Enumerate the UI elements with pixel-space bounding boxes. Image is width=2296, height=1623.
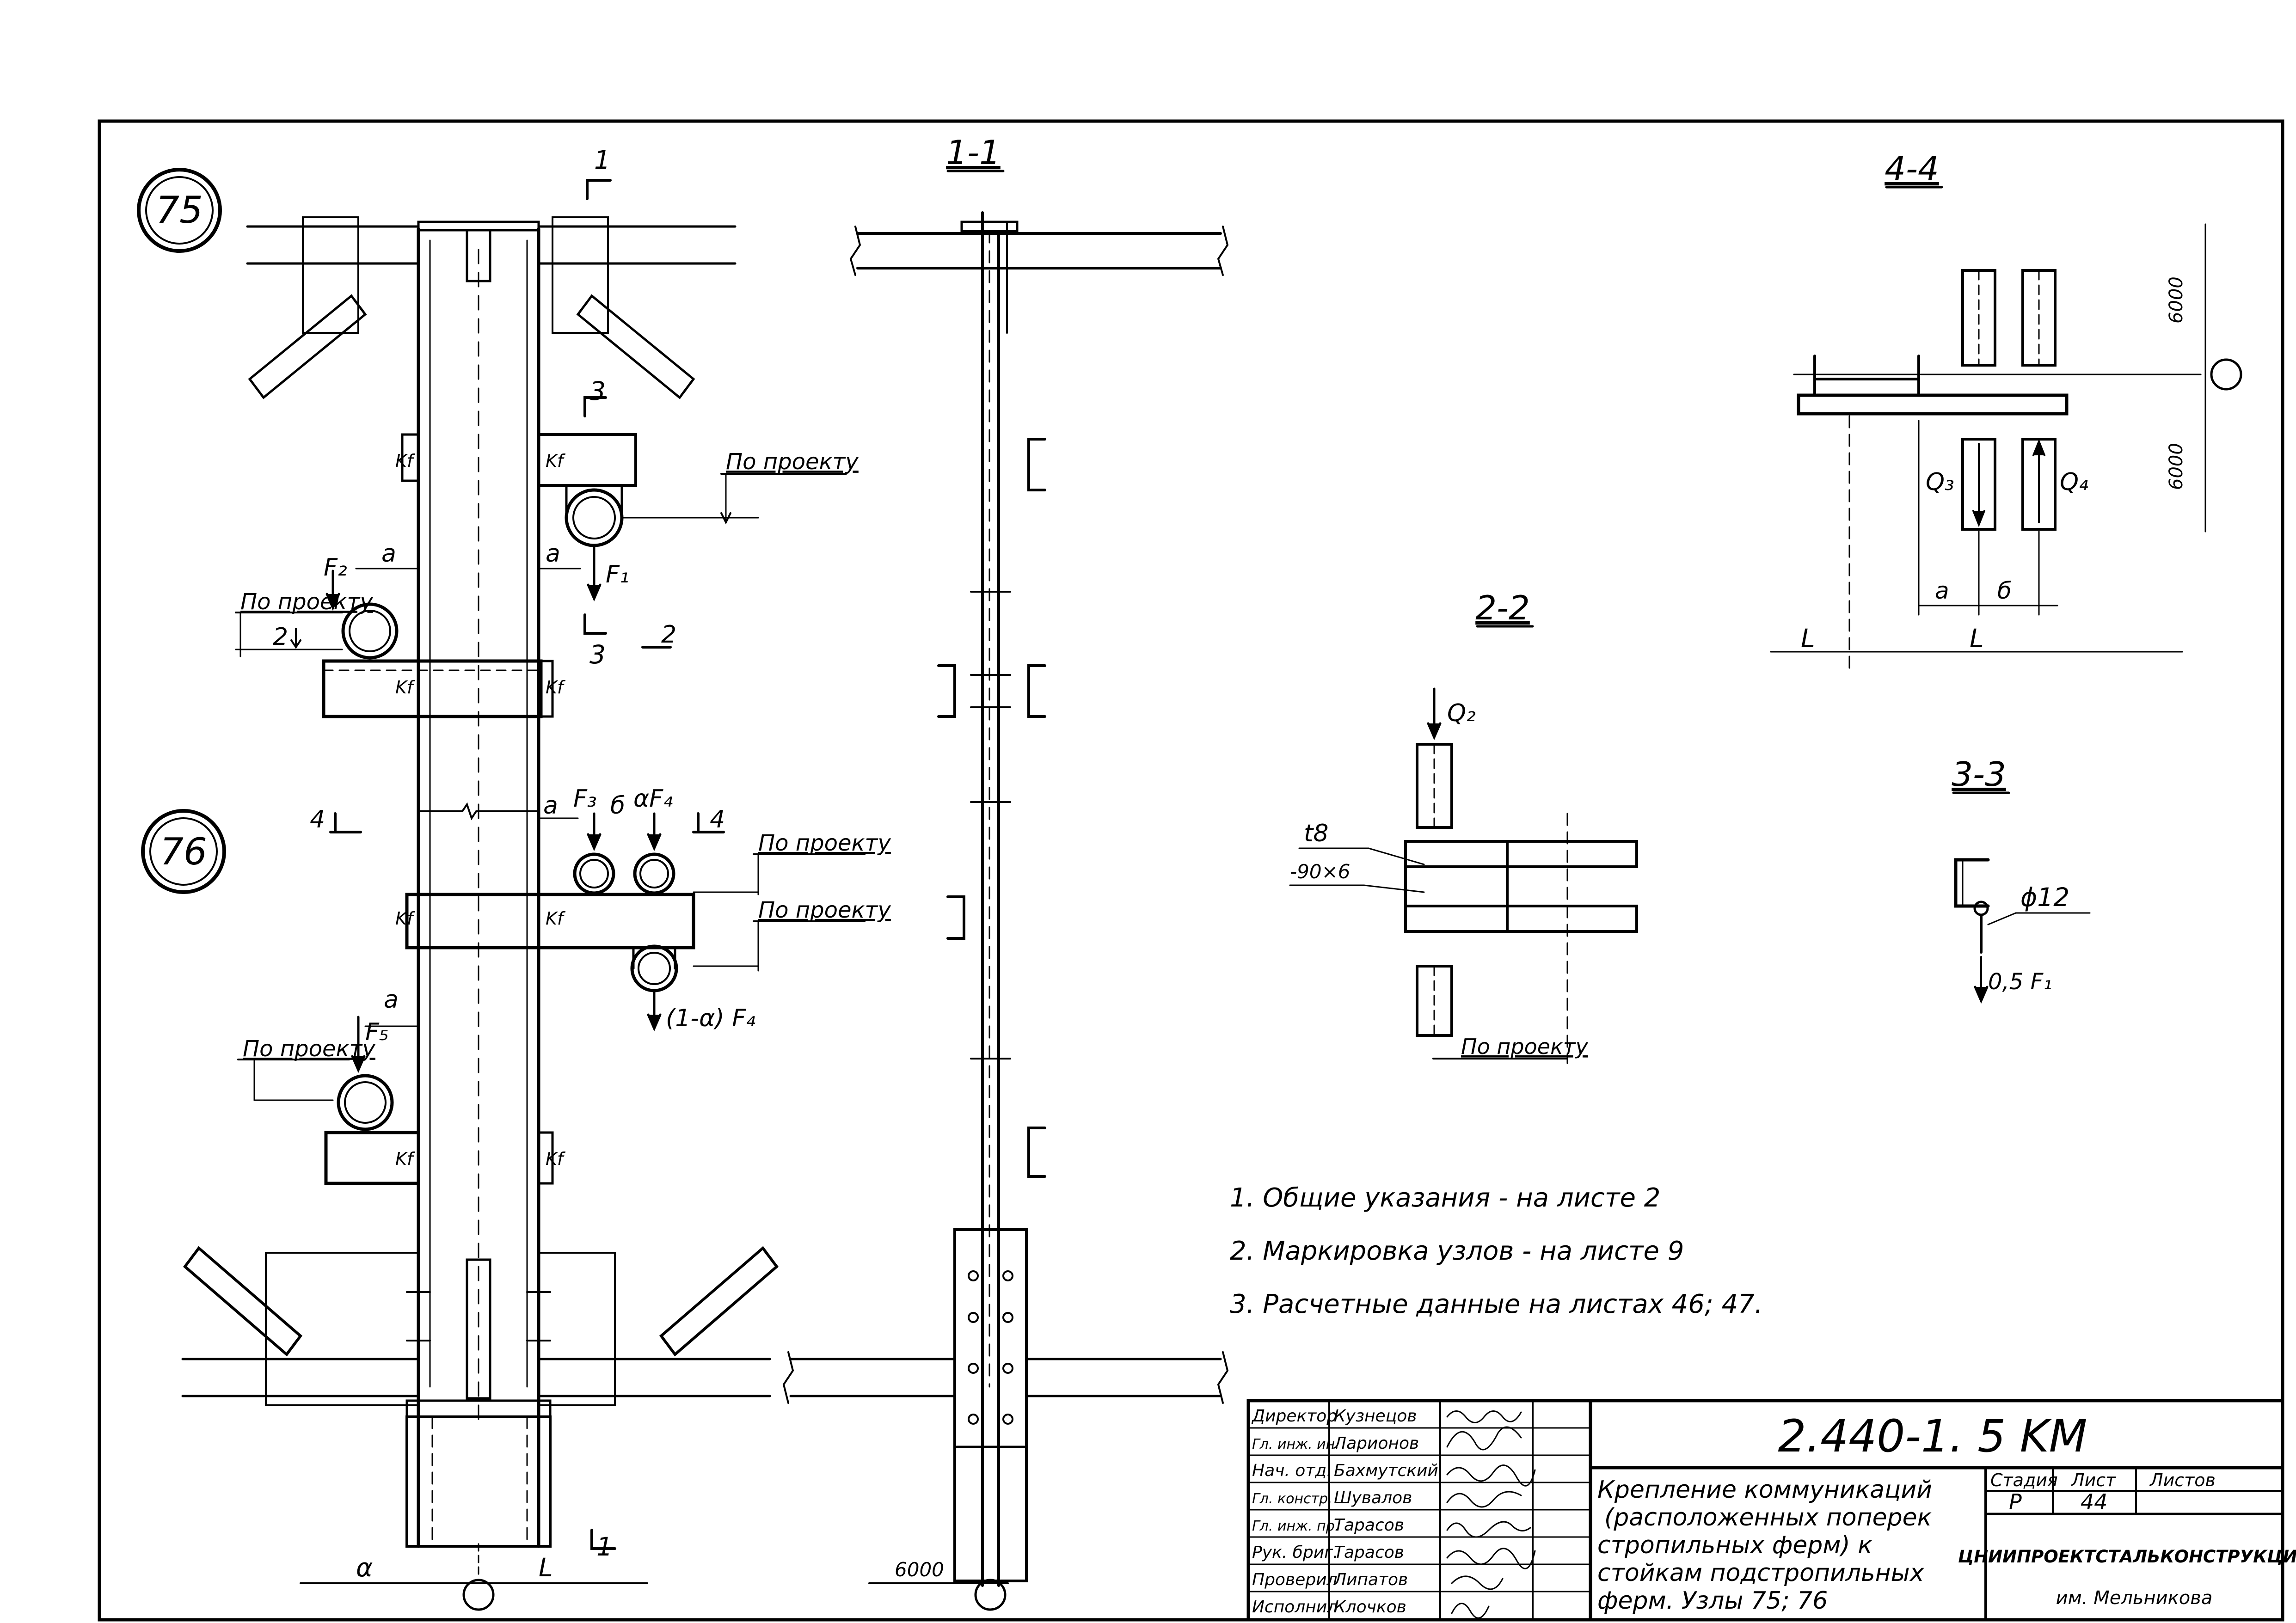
dim-6000-lower: 6000	[2166, 443, 2187, 490]
organization: ЦНИИПРОЕКТСТАЛЬКОНСТРУКЦИЯ	[1958, 1547, 2296, 1567]
node-76-circle	[141, 809, 226, 894]
drawing-code: 2.440-1. 5 KM	[1778, 1410, 2087, 1462]
svg-text:3: 3	[589, 640, 606, 669]
force-q4: Q₄	[2060, 468, 2088, 496]
force-q3: Q₃	[1926, 468, 1954, 496]
svg-text:Kf: Kf	[546, 1149, 566, 1169]
svg-text:a: a	[546, 540, 560, 568]
node-76-label: 76	[160, 830, 207, 873]
svg-text:a: a	[381, 540, 396, 568]
force-alpha-f4: αF₄	[633, 785, 673, 813]
dim-6000-upper: 6000	[2166, 276, 2187, 324]
staff-name-5: Тарасов	[1334, 1543, 1404, 1562]
svg-text:Kf: Kf	[546, 451, 566, 471]
force-f1: F₁	[606, 561, 629, 588]
svg-text:По проекту: По проекту	[758, 830, 891, 856]
svg-text:Kf: Kf	[395, 677, 416, 698]
section-3-3: 3-3 ϕ12 0,5 F₁	[1952, 755, 2091, 1004]
note-3: 3. Расчетные данные на листах 46; 47.	[1230, 1289, 1763, 1319]
staff-name-1: Ларионов	[1333, 1434, 1419, 1453]
force-f3: F₃	[573, 785, 597, 813]
force-q2: Q₂	[1447, 699, 1476, 727]
po-proektu-1: По проекту	[726, 449, 859, 475]
section-2-2-title: 2-2	[1475, 588, 1530, 627]
note-2: 2. Маркировка узлов - на листе 9	[1230, 1236, 1684, 1266]
title-line-3: стропильных ферм) к	[1597, 1531, 1872, 1559]
title-block: Директор Кузнецов Гл. инж. ин. Ларионов …	[1246, 1399, 2296, 1622]
dim-L-b: L	[1970, 624, 1984, 653]
section-4-4: 4-4 Q₃ Q₄ 6000 6000 a б L L	[1770, 149, 2242, 671]
staff-role-6: Проверил	[1252, 1570, 1338, 1589]
force-one-minus-alpha-f4: (1-α) F₄	[666, 1004, 755, 1032]
title-line-4: стойкам подстропильных	[1597, 1559, 1925, 1587]
organization-sub: им. Мельникова	[2056, 1587, 2213, 1609]
staff-role-3: Гл. констр.	[1252, 1491, 1332, 1507]
label-phi12: ϕ12	[2020, 882, 2069, 912]
force-f2: F₂	[324, 554, 347, 582]
svg-text:a: a	[543, 792, 558, 820]
svg-text:4: 4	[310, 806, 325, 833]
svg-text:По проекту: По проекту	[1461, 1034, 1589, 1059]
elevation-view: 75 76 1 Kf Kf 3	[137, 145, 891, 1611]
staff-name-3: Шувалов	[1334, 1488, 1412, 1507]
stage-header: Стадия	[1990, 1470, 2058, 1490]
svg-text:1: 1	[596, 1532, 613, 1562]
sheet-header: Лист	[2070, 1470, 2117, 1490]
force-f5: F₅	[365, 1018, 389, 1046]
sheets-header: Листов	[2149, 1470, 2216, 1490]
section-4-4-title: 4-4	[1885, 149, 1939, 188]
node-75-circle	[137, 168, 222, 253]
svg-text:Kf: Kf	[395, 908, 416, 929]
label-half-f1: 0,5 F₁	[1988, 969, 2052, 995]
section-1-1-title: 1-1	[946, 133, 1001, 172]
svg-text:3: 3	[589, 376, 606, 406]
svg-text:2: 2	[273, 623, 288, 651]
cut-1-top: 1	[594, 145, 610, 175]
sheet-value: 44	[2081, 1489, 2108, 1514]
kf-label: Kf	[395, 451, 416, 471]
staff-name-0: Кузнецов	[1334, 1407, 1417, 1426]
svg-text:2: 2	[661, 621, 676, 649]
node-75-label: 75	[156, 189, 203, 232]
svg-text:По проекту: По проекту	[240, 589, 373, 615]
dim-6000-bottom: 6000	[895, 1558, 944, 1581]
svg-text:a: a	[1935, 577, 1949, 604]
staff-role-2: Нач. отд.	[1252, 1461, 1332, 1480]
sheet-frame	[98, 119, 2284, 1622]
svg-text:По проекту: По проекту	[758, 897, 891, 923]
dim-L-a: L	[1801, 624, 1815, 653]
signatures	[1446, 1410, 1536, 1619]
staff-role-5: Рук. бриг.	[1252, 1543, 1338, 1562]
svg-text:б: б	[1997, 577, 2012, 604]
svg-text:Kf: Kf	[395, 1149, 416, 1169]
stage-value: Р	[2009, 1489, 2022, 1514]
staff-role-0: Директор	[1251, 1407, 1337, 1426]
staff-name-4: Тарасов	[1334, 1516, 1404, 1535]
title-line-5: ферм. Узлы 75; 76	[1597, 1587, 1828, 1615]
staff-name-2: Бахмутский	[1334, 1461, 1438, 1480]
svg-text:a: a	[384, 986, 399, 1014]
dim-L-left: L	[539, 1553, 553, 1582]
section-1-1: 1-1	[782, 133, 1229, 1611]
staff-name-7: Клочков	[1334, 1598, 1406, 1617]
svg-text:б: б	[610, 792, 625, 820]
section-2-2: 2-2 Q₂ t8 -90×6 По проекту	[1289, 588, 1638, 1064]
svg-text:По проекту: По проекту	[243, 1036, 375, 1062]
general-notes: 1. Общие указания - на листе 2 2. Маркир…	[1230, 1183, 1763, 1319]
svg-text:Kf: Kf	[546, 908, 566, 929]
title-line-2: (расположенных поперек	[1604, 1504, 1932, 1531]
label-plate: -90×6	[1290, 860, 1351, 883]
staff-role-7: Исполнил	[1252, 1598, 1338, 1617]
dim-alpha: α	[356, 1553, 373, 1582]
label-t8: t8	[1304, 820, 1328, 847]
staff-name-6: Липатов	[1333, 1570, 1408, 1589]
staff-role-1: Гл. инж. ин.	[1252, 1436, 1339, 1452]
svg-text:4: 4	[710, 806, 725, 833]
title-line-1: Крепление коммуникаций	[1597, 1476, 1932, 1504]
note-1: 1. Общие указания - на листе 2	[1230, 1183, 1660, 1213]
section-3-3-title: 3-3	[1952, 755, 2006, 794]
staff-role-4: Гл. инж. пр.	[1252, 1518, 1339, 1534]
svg-text:Kf: Kf	[546, 677, 566, 698]
